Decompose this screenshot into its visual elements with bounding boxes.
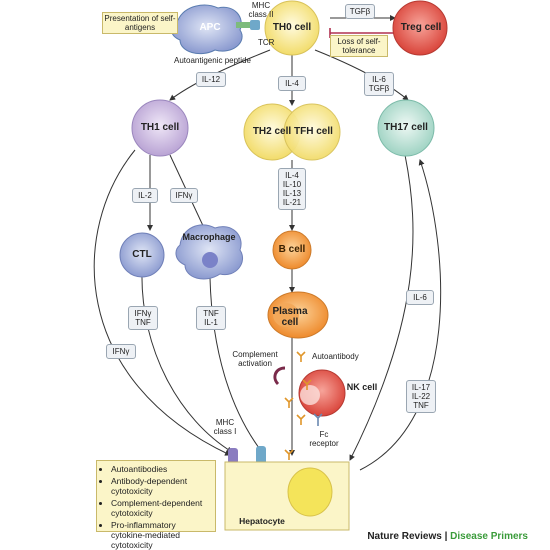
nk-cell-label: NK cell bbox=[346, 382, 378, 392]
ctl-label: CTL bbox=[132, 249, 152, 260]
mechanism-item: Complement-dependent cytotoxicity bbox=[111, 498, 211, 518]
treg-cell bbox=[392, 0, 448, 56]
il6-box: IL-6 bbox=[406, 290, 434, 305]
arrow-ctl-hepatocyte bbox=[141, 269, 233, 453]
b-cell-label: B cell bbox=[278, 244, 306, 255]
macrophage-label: Macrophage bbox=[182, 232, 236, 242]
il2-box: IL-2 bbox=[132, 188, 158, 203]
th17-cell bbox=[377, 99, 435, 157]
b-cell bbox=[272, 230, 312, 270]
mhc-class-i-icon bbox=[228, 448, 238, 464]
mhc-class-ii-label: MHC class II bbox=[248, 1, 274, 19]
footer-brand: Nature Reviews bbox=[367, 531, 442, 542]
apc-cell bbox=[171, 4, 260, 55]
il17-box: IL-17 IL-22 TNF bbox=[406, 380, 436, 413]
tfh-cell bbox=[283, 103, 341, 161]
arrow-th1-hepatocyte bbox=[93, 149, 231, 456]
apc-label: APC bbox=[199, 22, 221, 33]
arrow-th17-hepatocyte bbox=[349, 154, 414, 461]
hepatocyte-label: Hepatocyte bbox=[239, 516, 285, 526]
loss-of-tolerance-label: Loss of self-tolerance bbox=[330, 35, 388, 57]
b-cytokines-box: IL-4 IL-10 IL-13 IL-21 bbox=[278, 168, 306, 210]
tfh-label: TFH cell bbox=[294, 126, 333, 137]
ifng-tnf-box: IFNγ TNF bbox=[128, 306, 158, 330]
arrow-macrophage-hepatocyte bbox=[209, 277, 263, 453]
autoantigenic-peptide-label: Autoantigenic peptide bbox=[174, 56, 251, 65]
tnf-il1-box: TNF IL-1 bbox=[196, 306, 226, 330]
ifng-box: IFNγ bbox=[170, 188, 198, 203]
mechanisms-box: AutoantibodiesAntibody-dependent cytotox… bbox=[96, 460, 216, 550]
fc-receptor-icon bbox=[313, 413, 323, 426]
autoantibody-label: Autoantibody bbox=[312, 352, 359, 361]
il4-box: IL-4 bbox=[278, 76, 306, 91]
arrow-th0-th17 bbox=[314, 49, 409, 101]
footer: Nature Reviews | Disease Primers bbox=[367, 531, 528, 542]
macrophage-cell bbox=[175, 224, 243, 280]
complement-icon bbox=[273, 366, 286, 386]
tcr-label: TCR bbox=[258, 38, 275, 47]
th0-label: TH0 cell bbox=[272, 22, 312, 33]
mechanism-item: Pro-inflammatory cytokine-mediated cytot… bbox=[111, 520, 211, 550]
ifng-left-box: IFNγ bbox=[106, 344, 136, 359]
fc-receptor-label: Fc receptor bbox=[309, 430, 339, 448]
mechanism-item: Autoantibodies bbox=[111, 464, 211, 474]
hepatocyte-nucleus bbox=[287, 467, 333, 517]
th0-cell bbox=[264, 0, 320, 56]
th17-label: TH17 cell bbox=[384, 122, 428, 133]
tgfb-box: TGFβ bbox=[345, 4, 375, 19]
tcr-icon bbox=[256, 446, 266, 464]
mechanisms-list: AutoantibodiesAntibody-dependent cytotox… bbox=[101, 464, 211, 550]
footer-separator: | bbox=[441, 531, 451, 542]
presentation-label: Presentation of self-antigens bbox=[102, 12, 178, 34]
th1-cell bbox=[131, 99, 189, 157]
ctl-cell bbox=[119, 232, 165, 278]
th2-label: TH2 cell bbox=[252, 126, 292, 137]
th1-label: TH1 cell bbox=[140, 122, 180, 133]
footer-series: Disease Primers bbox=[450, 531, 528, 542]
mhc-class-i-label: MHC class I bbox=[213, 418, 237, 436]
complement-label: Complement activation bbox=[232, 350, 278, 368]
il6-tgfb-box: IL-6 TGFβ bbox=[364, 72, 394, 96]
treg-label: Treg cell bbox=[400, 22, 442, 33]
mechanism-item: Antibody-dependent cytotoxicity bbox=[111, 476, 211, 496]
autoantibody-icon bbox=[284, 351, 312, 460]
arrow-hepatocyte-th17 bbox=[359, 159, 442, 471]
plasma-cell-label: Plasma cell bbox=[272, 306, 308, 328]
il12-box: IL-12 bbox=[196, 72, 226, 87]
